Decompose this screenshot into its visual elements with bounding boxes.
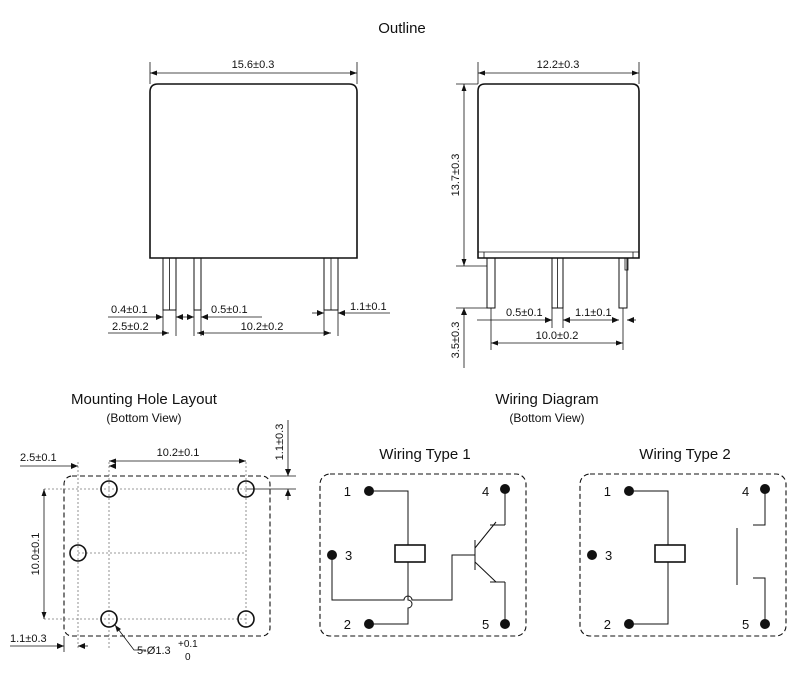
dim-front-pin-width: 0.4±0.1 (111, 304, 148, 316)
dim-mh-pitch-y-label: 10.0±0.1 (30, 533, 42, 576)
t2-pin-label: 5 (742, 617, 749, 632)
wiring-type2: 1 2 3 4 5 (579, 473, 787, 637)
wiring-type2-title: Wiring Type 2 (639, 446, 730, 463)
mounting-outline (63, 475, 271, 637)
side-view: 12.2±0.3 13.7±0.3 3.5±0.3 0.5±0.1 1.1±0.… (450, 59, 640, 368)
dim-front-offset-label: 2.5±0.2 (112, 321, 149, 333)
hole-tol-lower: 0 (185, 652, 191, 663)
mounting-subtitle: (Bottom View) (106, 411, 181, 425)
side-pin-1 (486, 257, 496, 309)
dim-side-width-label: 12.2±0.3 (537, 59, 580, 71)
coil (654, 544, 686, 563)
mounting-hole-layout: 2.5±0.1 10.2±0.1 1.1±0.3 10.0±0.1 1.1±0.… (10, 420, 296, 663)
t2-pin-label: 2 (604, 617, 611, 632)
mounting-hole (69, 544, 87, 562)
hole-tol-upper: +0.1 (178, 639, 198, 650)
wiring-title: Wiring Diagram (495, 391, 598, 408)
mounting-title: Mounting Hole Layout (71, 391, 218, 408)
mounting-hole (100, 480, 118, 498)
dim-front-pitch-label: 10.2±0.2 (241, 321, 284, 333)
coil (394, 544, 426, 563)
wiring-type1-frame (319, 473, 527, 637)
mounting-hole (100, 610, 118, 628)
t1-pin-label: 1 (344, 484, 351, 499)
wiring-type1-title: Wiring Type 1 (379, 446, 470, 463)
dim-side-pin-thick: 1.1±0.1 (575, 307, 612, 319)
front-view: 15.6±0.3 0.4±0.1 0.5±0.1 1.1±0.1 2.5±0.2… (108, 59, 390, 336)
t2-pin-label: 1 (604, 484, 611, 499)
t2-pin-label: 4 (742, 484, 749, 499)
dim-side-height-label: 13.7±0.3 (450, 154, 462, 197)
t1-pin-label: 5 (482, 617, 489, 632)
dim-front-pin-thick: 1.1±0.1 (350, 301, 387, 313)
t1-pin-label: 3 (345, 548, 352, 563)
wiring-type2-frame (579, 473, 787, 637)
side-pin-3 (618, 257, 628, 309)
dim-front-width-label: 15.6±0.3 (232, 59, 275, 71)
terminal-dot (587, 550, 597, 560)
front-pin-2 (193, 257, 202, 311)
dim-front-pin-gap: 0.5±0.1 (211, 304, 248, 316)
dim-mh-pitch-x-label: 10.2±0.1 (157, 447, 200, 459)
wiring-type1: 1 2 3 4 5 (319, 473, 527, 637)
dim-mh-offset-y: 1.1±0.3 (274, 424, 286, 461)
side-body (477, 83, 640, 259)
hole-callout: 5-Ø1.3 (137, 645, 171, 657)
t1-pin-label: 2 (344, 617, 351, 632)
front-body (149, 83, 358, 259)
dim-side-pin-gap: 0.5±0.1 (506, 307, 543, 319)
contact-blade (474, 521, 497, 549)
wiring-subtitle: (Bottom View) (509, 411, 584, 425)
dim-side-pin-length-label: 3.5±0.3 (450, 322, 462, 359)
dim-mh-edge: 1.1±0.3 (10, 633, 47, 645)
mounting-hole (237, 610, 255, 628)
t2-pin-label: 3 (605, 548, 612, 563)
dim-mh-offset-x: 2.5±0.1 (20, 452, 57, 464)
dim-side-pitch-label: 10.0±0.2 (536, 330, 579, 342)
contact-blade (474, 561, 497, 583)
t1-pin-label: 4 (482, 484, 489, 499)
outline-title: Outline (378, 20, 426, 37)
